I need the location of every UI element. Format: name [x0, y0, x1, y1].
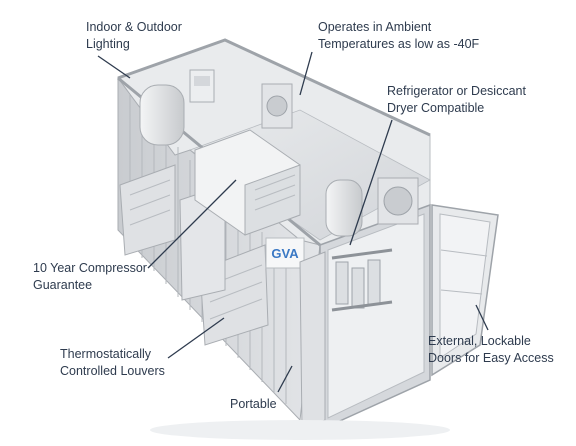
gva-logo: GVA: [265, 237, 305, 269]
callout-lighting-line-1: Indoor & Outdoor: [86, 20, 182, 34]
leader-portable: [277, 365, 293, 393]
louver-hood-left: [119, 164, 176, 256]
leader-lines: [97, 51, 489, 393]
callout-doors-line-1: External, Lockable: [428, 334, 531, 348]
lighting-fixture: [189, 69, 215, 103]
callout-compressor: 10 Year Compressor Guarantee: [33, 260, 147, 294]
air-receiver-tank: [139, 84, 185, 146]
callout-ambient-line-2: Temperatures as low as -40F: [318, 37, 480, 51]
callout-compressor-line-2: Guarantee: [33, 278, 93, 292]
dryer-tank: [325, 179, 363, 237]
callout-louvers-line-2: Controlled Louvers: [60, 364, 165, 378]
callout-dryer-line-2: Dryer Compatible: [387, 101, 485, 115]
logo-text: GVA: [271, 246, 299, 261]
wall-fan-upper: [261, 83, 293, 129]
callout-louvers: Thermostatically Controlled Louvers: [60, 346, 165, 380]
leader-doors: [475, 304, 489, 331]
compressor-unit: [194, 129, 301, 236]
end-door-right: [431, 204, 499, 377]
callout-ambient-line-1: Operates in Ambient: [318, 20, 432, 34]
end-door-left: [299, 251, 326, 431]
filter-piping: [331, 248, 393, 312]
callout-portable-line-1: Portable: [230, 397, 277, 411]
leader-dryer: [349, 119, 393, 246]
leader-lighting: [97, 55, 131, 79]
callout-dryer: Refrigerator or Desiccant Dryer Compatib…: [387, 83, 526, 117]
callout-portable: Portable: [230, 396, 277, 413]
callout-lighting-line-2: Lighting: [86, 37, 130, 51]
callout-dryer-line-1: Refrigerator or Desiccant: [387, 84, 526, 98]
leader-ambient: [299, 51, 313, 96]
callout-doors: External, Lockable Doors for Easy Access: [428, 333, 554, 367]
callout-doors-line-2: Doors for Easy Access: [428, 351, 554, 365]
callout-ambient: Operates in Ambient Temperatures as low …: [318, 19, 479, 53]
ground-shadow: [150, 420, 450, 440]
end-wall-fan: [377, 177, 419, 225]
leader-louvers: [167, 317, 225, 359]
callout-compressor-line-1: 10 Year Compressor: [33, 261, 147, 275]
callout-louvers-line-1: Thermostatically: [60, 347, 151, 361]
leader-compressor: [147, 179, 237, 269]
callout-lighting: Indoor & Outdoor Lighting: [86, 19, 182, 53]
